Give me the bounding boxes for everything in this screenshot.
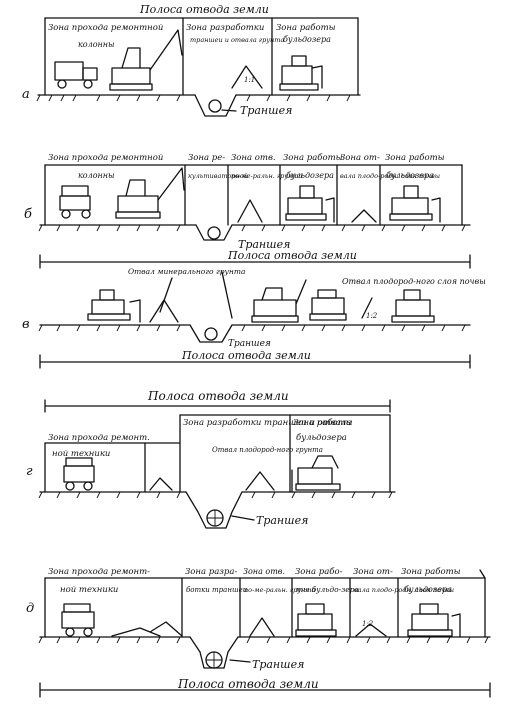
panel-b-sub-5: вала плодо-родн. слоя почвы xyxy=(340,172,440,180)
panel-v-ratio: 1:2 xyxy=(366,312,378,320)
bulldozer-icon xyxy=(87,289,141,323)
strip-dimension-line xyxy=(39,682,491,698)
panel-a-letter: а xyxy=(22,87,30,102)
panel-g: Полоса отвода земли Зона прохода ремонт.… xyxy=(26,389,396,529)
bulldozer-icon xyxy=(279,55,323,91)
panel-b-sub-3: по-ме-ральн. грунта xyxy=(231,172,303,180)
panel-v-letter: в xyxy=(22,317,30,332)
panel-a-sub-3: бульдозера xyxy=(283,35,331,44)
panel-v-note-fertile: Отвал плодород-ного слоя почвы xyxy=(342,277,486,286)
soil-pile xyxy=(111,621,183,637)
panel-a-sub-2: траншеи и отвала грунта xyxy=(190,36,284,44)
panel-b-zone-6: Зона работы xyxy=(385,152,445,163)
panel-g-zone-1: Зона прохода ремонт. xyxy=(48,433,150,443)
panel-a-trench-label: Траншея xyxy=(240,104,292,117)
panel-a-sub-1: колонны xyxy=(78,40,115,49)
panel-g-sub-2: Отвал плодород-ного грунта xyxy=(212,446,323,454)
soil-pile xyxy=(237,199,263,223)
soil-pile xyxy=(355,623,387,637)
panel-a-zone-2: Зона разработки xyxy=(186,22,264,33)
bulldozer-icon xyxy=(295,603,337,637)
strip-dimension-line xyxy=(44,399,391,413)
panel-v-note-mineral: Отвал минерального грунта xyxy=(128,267,245,276)
panel-d-zone-3: Зона отв. xyxy=(243,567,285,576)
crane-truck-icon xyxy=(59,185,91,219)
crane-truck-icon xyxy=(63,457,95,491)
panel-d-zone-2: Зона разра- xyxy=(185,567,237,577)
panel-b-sub-6: бульдозера xyxy=(386,171,434,180)
bulldozer-icon xyxy=(391,289,435,323)
panel-d-sub-2: ботки траншеи xyxy=(186,586,248,594)
panel-a-strip-label: Полоса отвода земли xyxy=(139,3,269,16)
panel-b: Зона прохода ремонтной Зона ре- Зона отв… xyxy=(24,152,471,269)
panel-d-zone-4: Зона рабо- xyxy=(295,566,343,577)
panel-d-sub-1: ной техники xyxy=(60,585,118,595)
soil-pile xyxy=(249,617,275,637)
panel-b-trench-label: Траншея xyxy=(238,238,290,251)
panel-b-sub-4: бульдозера xyxy=(286,171,334,180)
pipelayer-icon xyxy=(109,29,183,91)
panel-b-strip-label: Полоса отвода земли xyxy=(227,249,357,262)
panel-d-zone-5: Зона от- xyxy=(353,567,393,577)
crane-truck-icon xyxy=(54,61,98,89)
panel-a: Полоса отвода земли Зона прохода ремонтн… xyxy=(22,3,361,117)
strip-dimension-line xyxy=(39,354,471,369)
soil-pile xyxy=(149,299,179,323)
panel-d-letter: д xyxy=(26,601,34,616)
bulldozer-icon xyxy=(285,185,335,223)
trench xyxy=(185,491,243,529)
panel-b-zone-3: Зона отв. xyxy=(231,153,276,163)
crane-truck-icon xyxy=(61,603,95,637)
trench xyxy=(189,324,233,343)
panel-g-strip-label: Полоса отвода земли xyxy=(147,389,289,403)
panel-v-trench-label: Траншея xyxy=(228,339,271,349)
panel-d-sub-4: ты бульдо-зера xyxy=(296,585,359,594)
panel-g-zone-2: Зона разработки траншеи и отвала xyxy=(183,417,351,428)
svg-text:1:1: 1:1 xyxy=(244,76,255,84)
trench xyxy=(195,224,233,241)
panel-d-sub-3: по-ме-ральн. грунта xyxy=(244,586,316,594)
panel-g-trench-label: Траншея xyxy=(256,514,308,527)
panel-b-zone-1: Зона прохода ремонтной xyxy=(48,153,163,163)
panel-b-sub-1: колонны xyxy=(78,171,115,180)
bulldozer-icon xyxy=(309,289,347,321)
panel-b-zone-2: Зона ре- xyxy=(188,153,225,163)
panel-d-sub-6: бульдозера xyxy=(404,585,452,594)
panel-a-zone-3: Зона работы xyxy=(276,22,336,33)
bulldozer-icon xyxy=(389,185,441,223)
pipelayer-icon xyxy=(221,271,307,323)
soil-pile xyxy=(351,209,377,223)
panel-d-zone-6: Зона работы xyxy=(401,566,461,577)
soil-pile xyxy=(231,65,263,89)
panel-b-letter: б xyxy=(24,207,32,222)
pipelayer-icon xyxy=(115,167,185,219)
panel-g-zone-3: Зона работы xyxy=(293,417,353,428)
panel-g-sub-1: ной техники xyxy=(52,449,110,459)
bulldozer-icon xyxy=(407,603,461,638)
panel-b-sub-2: культиваторной xyxy=(188,172,248,180)
strip-dimension-line xyxy=(39,254,471,269)
panel-b-zone-5: Зона от- xyxy=(340,153,380,163)
panel-d: Зона прохода ремонт- Зона разра- Зона от… xyxy=(26,566,491,698)
panel-b-zone-4: Зона работы xyxy=(283,152,343,163)
panel-v: Отвал минерального грунта Отвал плодород… xyxy=(22,267,486,369)
bulldozer-icon xyxy=(291,455,341,493)
soil-pile xyxy=(245,471,275,491)
soil-pile xyxy=(149,477,173,491)
panel-g-letter: г xyxy=(26,464,33,479)
panel-v-strip-label: Полоса отвода земли xyxy=(181,349,311,362)
panel-d-zone-1: Зона прохода ремонт- xyxy=(48,567,150,577)
trench xyxy=(194,94,237,117)
panel-d-ratio: 1:2 xyxy=(362,620,374,628)
panel-d-strip-label: Полоса отвода земли xyxy=(177,677,319,691)
panel-a-zone-1: Зона прохода ремонтной xyxy=(48,23,163,33)
panel-d-sub-5: вала плодо-родн. слоя почвы xyxy=(354,586,454,594)
panel-g-sub-3: бульдозера xyxy=(296,432,347,443)
panel-d-trench-label: Траншея xyxy=(252,658,304,671)
